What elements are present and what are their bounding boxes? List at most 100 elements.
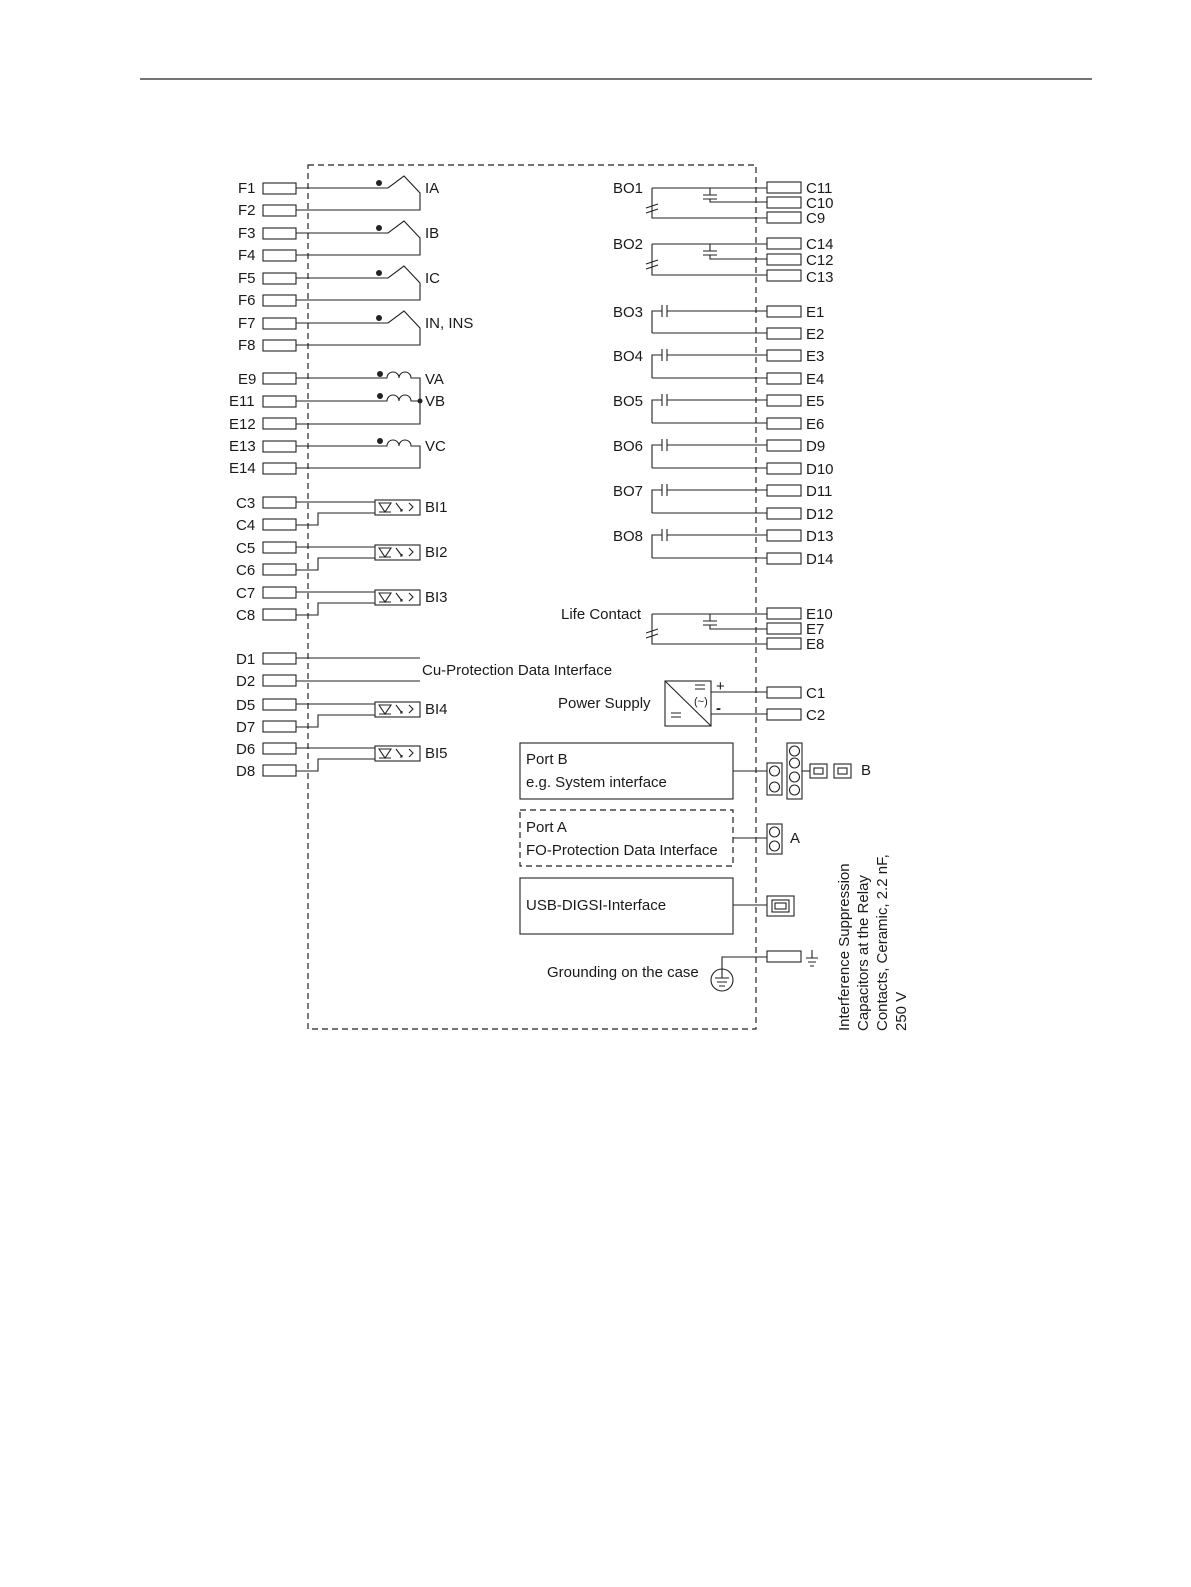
binary-input-bi2: C5 C6 BI2 (236, 540, 448, 579)
optocoupler-symbol (377, 547, 414, 558)
terminal-label: E10 (806, 606, 833, 623)
terminal-label: E6 (806, 416, 824, 433)
terminal-box (766, 686, 802, 699)
grounding-label: Grounding on the case (547, 964, 699, 981)
optocoupler-icon (374, 544, 421, 561)
usb-label: USB-DIGSI-Interface (526, 897, 666, 914)
input-label: BI3 (425, 589, 448, 606)
wire (296, 546, 375, 571)
terminal-box (262, 496, 297, 509)
output-label: BO1 (613, 180, 643, 197)
terminal-box (262, 742, 297, 755)
terminal-label: C7 (236, 585, 255, 602)
binary-output-bo2: BO2 C14 C12 C13 (613, 236, 834, 286)
terminal-label: D8 (236, 763, 255, 780)
output-label: BO2 (613, 236, 643, 253)
port-b-subtitle: e.g. System interface (526, 774, 667, 791)
port-b: Port B e.g. System interface B (519, 742, 871, 800)
terminal-box (262, 417, 297, 430)
current-input-in: F7 F8 IN, INS (238, 310, 473, 354)
terminal-label: F5 (238, 270, 256, 287)
binary-output-bo3: BO3 E1 E2 (613, 304, 824, 343)
terminal-label: E3 (806, 348, 824, 365)
terminal-box (766, 211, 802, 224)
input-label: VA (425, 371, 444, 388)
current-transformer-icon (296, 220, 421, 256)
terminal-box (262, 720, 297, 733)
minus-sign: - (716, 700, 721, 717)
terminal-box (766, 196, 802, 209)
terminal-box (262, 541, 297, 554)
current-input-ib: F3 F4 IB (238, 220, 439, 264)
terminal-box (262, 204, 297, 217)
terminal-label: F7 (238, 315, 256, 332)
input-label: BI5 (425, 745, 448, 762)
optocoupler-icon (374, 499, 421, 516)
current-input-ic: F5 F6 IC (238, 265, 440, 309)
terminal-label: D12 (806, 506, 834, 523)
terminal-box (766, 327, 802, 340)
cu-protection-interface: D1 D2 Cu-Protection Data Interface (236, 651, 612, 690)
polarity-dot (376, 315, 382, 321)
terminal-box (766, 237, 802, 250)
port-a-subtitle: FO-Protection Data Interface (526, 842, 718, 859)
terminal-label: C10 (806, 195, 834, 212)
terminal-box (766, 637, 802, 650)
device-outline (307, 164, 757, 1030)
port-b-title: Port B (526, 751, 568, 768)
current-transformer-icon (296, 310, 421, 346)
port-a-title: Port A (526, 819, 567, 836)
make-contact-symbol (651, 394, 767, 424)
note-line: Capacitors at the Relay (855, 875, 872, 1031)
terminal-label: E1 (806, 304, 824, 321)
output-label: BO8 (613, 528, 643, 545)
ground-symbol (715, 969, 729, 987)
interface-label: Cu-Protection Data Interface (422, 662, 612, 679)
optocoupler-symbol (377, 592, 414, 603)
optocoupler-symbol (377, 748, 414, 759)
make-contact-symbol (651, 529, 767, 559)
capacitor-note: Interference Suppression Capacitors at t… (836, 854, 910, 1031)
terminal-label: D6 (236, 741, 255, 758)
terminal-box (766, 529, 802, 542)
life-contact: Life Contact E10 E7 E8 (561, 606, 833, 653)
binary-output-bo8: BO8 D13 D14 (613, 528, 834, 568)
binary-output-bo6: BO6 D9 D10 (613, 438, 834, 478)
terminal-label: D1 (236, 651, 255, 668)
terminal-label: E7 (806, 621, 824, 638)
plus-sign: + (716, 678, 725, 695)
binary-input-bi4: D5 D7 BI4 (236, 697, 448, 736)
voltage-inputs: E9 E11 E12 E13 E14 VA VB VC (229, 371, 446, 477)
wire (296, 703, 375, 728)
terminal-box (766, 484, 802, 497)
terminal-label: C4 (236, 517, 255, 534)
input-label: IB (425, 225, 439, 242)
life-contact-label: Life Contact (561, 606, 642, 623)
terminal-label: D10 (806, 461, 834, 478)
terminal-box (766, 622, 802, 635)
output-label: BO3 (613, 304, 643, 321)
output-label: BO6 (613, 438, 643, 455)
power-supply: Power Supply (~) + - C1 C2 (558, 678, 825, 727)
terminal-label: C13 (806, 269, 834, 286)
terminal-label: E2 (806, 326, 824, 343)
polarity-dot (377, 393, 383, 399)
terminal-label: E12 (229, 416, 256, 433)
polarity-dot (377, 371, 383, 377)
terminal-label: C5 (236, 540, 255, 557)
make-contact-symbol (651, 439, 767, 469)
usb-interface: USB-DIGSI-Interface (519, 877, 795, 935)
port-a-connector-icon (766, 823, 783, 855)
terminal-label: D14 (806, 551, 834, 568)
terminal-label: F3 (238, 225, 256, 242)
current-transformer-icon (296, 175, 421, 211)
terminal-label: F8 (238, 337, 256, 354)
input-label: BI2 (425, 544, 448, 561)
junction-dot (417, 398, 423, 404)
terminal-label: D9 (806, 438, 825, 455)
terminal-box (766, 305, 802, 318)
terminal-label: D13 (806, 528, 834, 545)
optocoupler-icon (374, 745, 421, 762)
terminal-label: E14 (229, 460, 256, 477)
input-label: IC (425, 270, 440, 287)
